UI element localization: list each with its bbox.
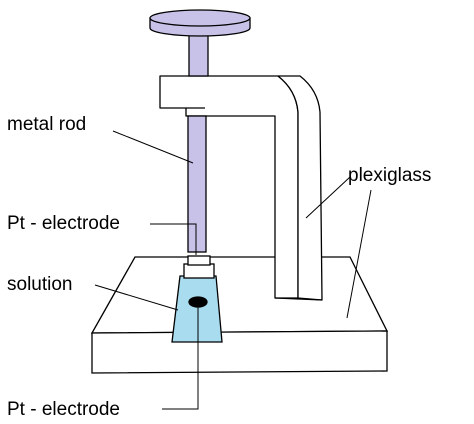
label-metal-rod: metal rod	[7, 114, 86, 135]
cell-cap	[183, 263, 215, 279]
leader-lines	[94, 130, 372, 410]
label-pt-electrode-top: Pt - electrode	[7, 213, 120, 234]
cell	[171, 255, 223, 343]
metal-rod	[187, 115, 207, 253]
solution-container	[171, 275, 223, 343]
screw-knob	[149, 9, 251, 27]
label-pt-electrode-bottom: Pt - electrode	[7, 399, 120, 420]
screw-shaft	[188, 31, 209, 77]
base-plate	[90, 256, 389, 374]
pt-electrode-bottom-disc	[188, 296, 208, 308]
base-plate-top	[90, 256, 389, 334]
label-plexiglass: plexiglass	[348, 165, 431, 186]
label-solution: solution	[7, 274, 73, 295]
cell-cap-top	[187, 255, 211, 266]
base-plate-front	[91, 330, 388, 374]
plexiglass-clamp	[159, 75, 323, 301]
screw-assembly	[149, 9, 251, 253]
